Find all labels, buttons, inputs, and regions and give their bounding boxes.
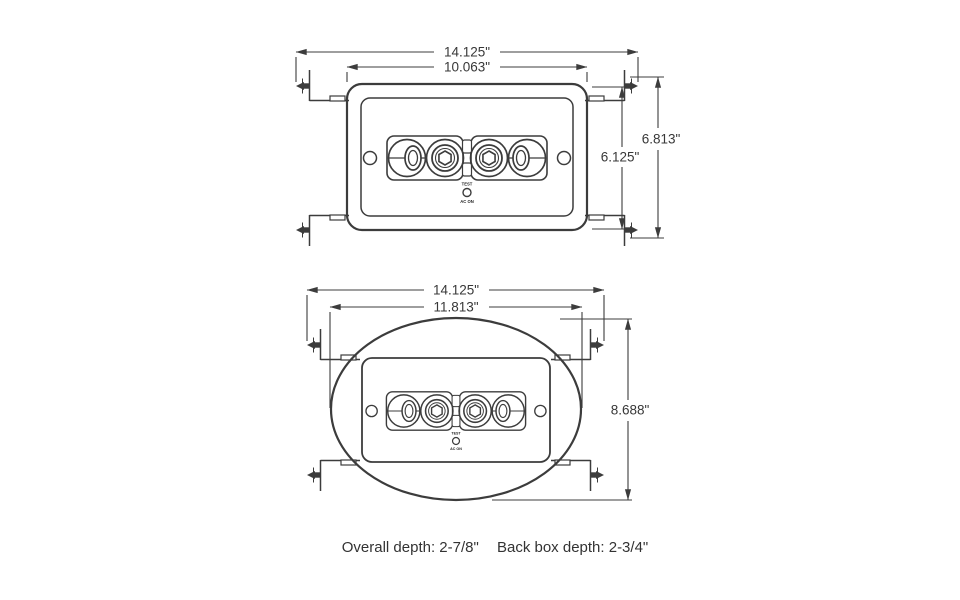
dim-label-top-overall-height: 6.813" — [642, 132, 681, 147]
overall-depth-note: Overall depth: 2-7/8" — [341, 539, 479, 556]
mounting-wing-oval-top-right — [550, 328, 605, 361]
dim-label-bottom-oval-width: 11.813" — [433, 300, 478, 315]
terminal-cluster-top-view — [362, 135, 572, 205]
oval-plate — [329, 316, 583, 502]
dim-label-top-overall-width: 14.125" — [444, 45, 490, 60]
mounting-wing-oval-bottom-left — [306, 459, 361, 492]
dim-label-bottom-overall-width: 14.125" — [433, 283, 479, 298]
top-view-rectangular-frame: 14.125" 10.063" 6.813" — [295, 45, 681, 247]
dim-top-plate-height: 6.125" — [592, 86, 640, 230]
plate-inner — [360, 97, 574, 217]
mounting-wing-bottom-right — [584, 214, 639, 247]
mounting-wing-top-left — [295, 69, 350, 102]
bottom-view-oval-frame: 14.125" 11.813" 8.688" — [306, 283, 650, 502]
dim-label-top-plate-height: 6.125" — [601, 150, 640, 165]
terminal-cluster-bottom-view — [365, 391, 547, 452]
dim-bottom-overall-height: 8.688" — [492, 318, 650, 501]
plate-outer — [345, 82, 589, 232]
mounting-wing-oval-bottom-right — [550, 459, 605, 492]
dim-bottom-oval-width: 11.813" — [329, 300, 583, 408]
mounting-wing-top-right — [584, 69, 639, 102]
oval-inner-plate — [361, 357, 551, 463]
back-box-depth-note: Back box depth: 2-3/4" — [496, 539, 649, 556]
mounting-wing-oval-top-left — [306, 328, 361, 361]
dim-label-bottom-overall-height: 8.688" — [611, 403, 650, 418]
depth-notes: Overall depth: 2-7/8" Back box depth: 2-… — [0, 539, 960, 556]
dim-top-plate-width: 10.063" — [346, 60, 588, 82]
dim-top-overall-height: 6.813" — [630, 76, 681, 239]
dim-top-overall-width: 14.125" — [295, 45, 639, 82]
dim-label-top-plate-width: 10.063" — [444, 60, 490, 75]
dim-bottom-overall-width: 14.125" — [306, 283, 605, 341]
mounting-wing-bottom-left — [295, 214, 350, 247]
